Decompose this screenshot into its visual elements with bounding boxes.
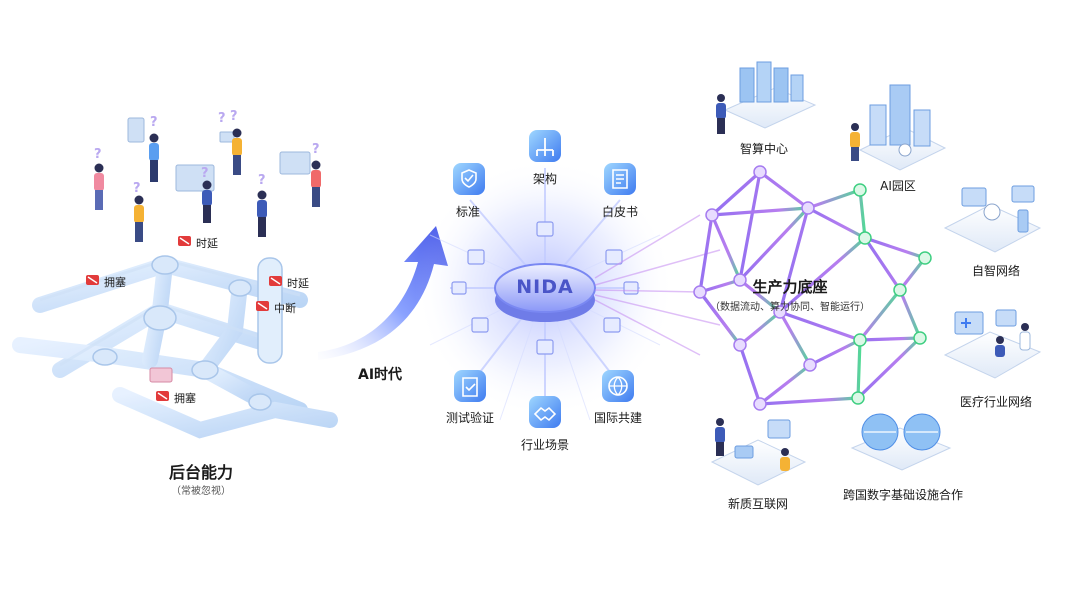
globe-icon [602,370,634,402]
pillar-architecture: 架构 [532,172,558,186]
question-icon: ? [218,111,226,126]
issue-label: 拥塞 [174,392,196,405]
pillar-standard: 标准 [455,205,481,219]
question-icon: ? [150,115,158,130]
nida-hub [415,158,675,421]
architecture-icon [529,130,561,162]
light-beams [594,214,721,356]
pillar-icons [453,130,636,428]
backend-capability-subtitle: （常被忽视） [171,486,231,497]
question-icon: ? [94,147,102,162]
ai-era-label: AI时代 [358,367,403,383]
ai-park-illustration [850,84,947,171]
question-icon: ? [201,166,209,181]
growth-arrow [318,226,448,360]
issue-label: 拥塞 [104,276,126,289]
medical-cross-icon [961,318,971,328]
question-icon: ? [258,173,266,188]
pipe-network [12,255,338,439]
cross-border-infra-illustration [850,413,952,471]
node-compute-center: 智算中心 [739,142,789,156]
node-cross-border-infra: 跨国数字基础设施合作 [842,488,964,502]
pillar-whitepaper: 白皮书 [601,205,639,219]
productivity-network [693,165,932,411]
new-internet-illustration [710,418,807,486]
laptop-icon [219,131,235,143]
autonomous-network-illustration [943,185,1042,253]
productivity-base-title: 生产力底座 [752,278,828,296]
pillar-industry-scenario: 行业场景 [520,438,570,452]
node-new-internet: 新质互联网 [727,497,789,511]
question-icon: ? [312,142,320,157]
pillar-international: 国际共建 [593,411,643,425]
confused-users-illustration: ? ? ? ? ? ? ? ? [94,109,321,242]
medical-network-illustration [943,309,1042,379]
node-ai-park: AI园区 [880,179,916,193]
standard-shield-icon [453,163,485,195]
test-verify-icon [454,370,486,402]
compute-center-illustration [716,61,817,134]
whitepaper-icon [604,163,636,195]
monitor-icon [279,151,311,175]
question-icon: ? [230,109,238,124]
issue-label: 时延 [287,277,309,290]
pillar-test-verify: 测试验证 [445,411,495,425]
productivity-base-subtitle: （数据流动、算力协同、智能运行） [710,302,870,313]
node-autonomous-network: 自智网络 [971,264,1021,278]
backend-capability-title: 后台能力 [168,463,234,482]
issue-label: 时延 [196,237,218,250]
node-medical-network: 医疗行业网络 [959,395,1033,409]
handshake-icon [529,396,561,428]
tablet-icon [127,117,145,143]
issue-label: 中断 [274,302,296,315]
robot-icon [898,143,912,157]
nida-title: NIDA [516,276,574,298]
robot-icon [983,203,1001,221]
question-icon: ? [133,181,141,196]
